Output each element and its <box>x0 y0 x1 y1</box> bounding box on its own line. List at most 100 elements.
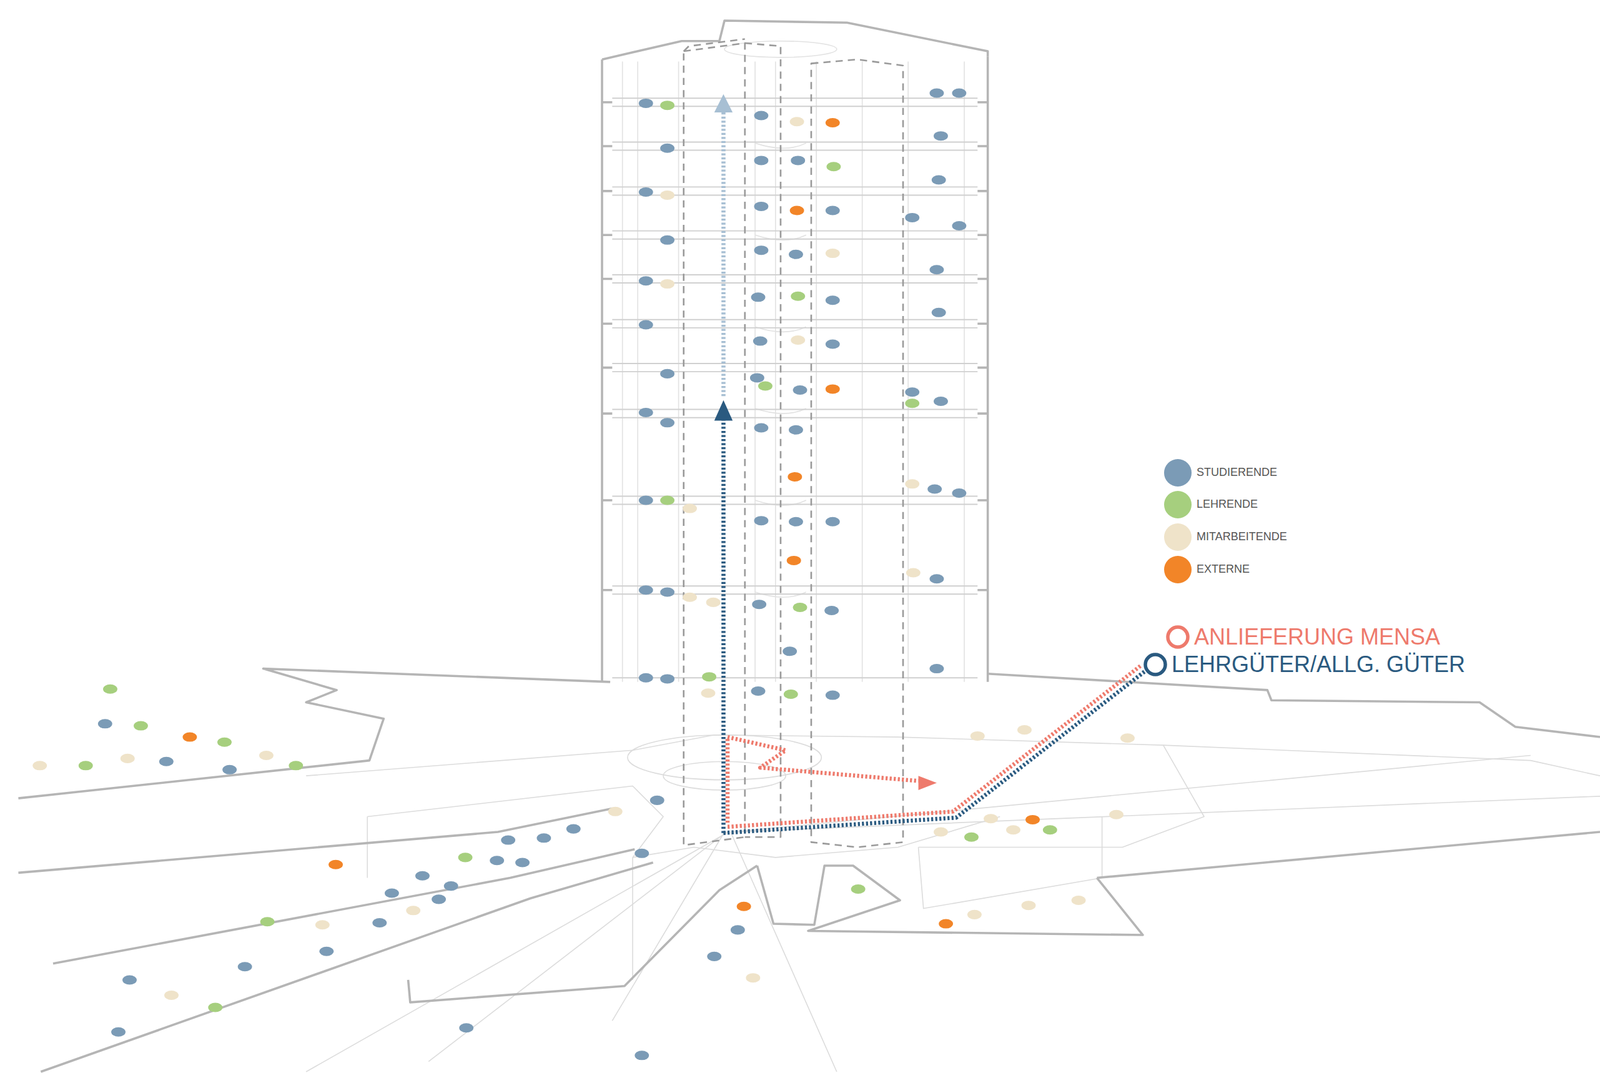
person-dot <box>904 212 920 223</box>
person-dot <box>825 339 840 349</box>
person-dot <box>164 990 179 1000</box>
person-dot <box>701 688 716 698</box>
legend-swatch <box>1164 555 1192 584</box>
person-dot <box>933 827 949 837</box>
person-dot <box>1109 809 1124 820</box>
person-dot <box>904 479 920 489</box>
legend-swatch <box>1164 490 1192 519</box>
person-dot <box>751 599 767 609</box>
person-dot <box>929 663 945 674</box>
person-dot <box>638 407 654 418</box>
person-dot <box>906 567 921 578</box>
person-dot <box>790 155 805 165</box>
person-dot <box>260 916 275 927</box>
person-dot <box>444 881 459 891</box>
person-dot <box>384 888 400 899</box>
person-dot <box>415 871 430 881</box>
legend-entry: MITARBEITENDE <box>1164 523 1288 551</box>
person-dot <box>259 750 274 761</box>
person-dot <box>372 918 387 928</box>
person-dot <box>638 187 654 197</box>
person-dot <box>706 597 721 608</box>
person-dot <box>103 684 118 694</box>
person-dot <box>825 517 840 527</box>
legend-label: EXTERNE <box>1196 563 1250 576</box>
person-dot <box>788 425 804 435</box>
person-dot <box>753 422 769 433</box>
person-dot <box>751 292 766 302</box>
person-dot <box>288 760 303 771</box>
person-dot <box>217 737 232 747</box>
person-dot <box>566 824 581 834</box>
person-dot <box>783 689 799 699</box>
person-dot <box>638 585 654 595</box>
person-dot <box>1006 824 1021 835</box>
person-dot <box>489 855 504 865</box>
person-dot <box>98 718 113 729</box>
person-dot <box>931 307 947 318</box>
legend-entry: EXTERNE <box>1164 555 1250 584</box>
person-dot <box>122 974 137 985</box>
person-dot <box>753 245 769 255</box>
person-dot <box>1025 814 1040 825</box>
person-dot <box>660 369 675 379</box>
person-dot <box>753 110 769 120</box>
route-ring <box>1167 627 1188 647</box>
person-dot <box>1017 725 1032 735</box>
person-dot <box>788 517 804 527</box>
person-dot <box>933 131 949 141</box>
person-dot <box>933 396 949 406</box>
person-dot <box>159 756 174 767</box>
person-dot <box>787 472 802 482</box>
person-dot <box>650 795 665 805</box>
person-dot <box>660 417 675 428</box>
person-dot <box>750 372 765 383</box>
person-dot <box>120 753 135 764</box>
legend-label: LEHRGÜTER/ALLG. GÜTER <box>1171 651 1466 677</box>
person-dot <box>459 1022 474 1033</box>
person-dot <box>237 961 253 972</box>
person-dot <box>730 924 746 935</box>
person-dot <box>458 852 473 862</box>
person-dot <box>753 201 769 212</box>
person-dot <box>182 732 197 742</box>
person-dot <box>790 205 805 215</box>
person-dot <box>706 951 722 962</box>
person-dot <box>500 835 516 845</box>
person-dot <box>983 813 998 824</box>
person-dot <box>929 88 945 99</box>
person-dot <box>682 592 697 603</box>
person-dot <box>904 387 920 397</box>
person-dot <box>634 848 649 859</box>
person-dot <box>660 673 675 684</box>
person-dot <box>826 161 841 172</box>
person-dot <box>660 587 675 598</box>
person-dot <box>931 174 947 185</box>
person-dot <box>825 295 840 305</box>
person-dot <box>536 833 551 843</box>
person-dot <box>133 721 149 731</box>
legend-entry: ANLIEFERUNG MENSA <box>1165 624 1441 650</box>
person-dot <box>951 221 967 231</box>
legend-label: ANLIEFERUNG MENSA <box>1194 624 1441 650</box>
legend-label: STUDIERENDE <box>1196 466 1278 480</box>
person-dot <box>825 384 840 394</box>
person-dot <box>1120 733 1135 743</box>
person-dot <box>701 671 717 682</box>
person-dot <box>222 765 237 775</box>
person-dot <box>634 1050 649 1060</box>
person-dot <box>753 336 768 346</box>
person-dot <box>515 858 530 868</box>
route-ring <box>1145 654 1166 675</box>
person-dot <box>964 832 979 842</box>
route-marker <box>1142 651 1168 677</box>
person-dot <box>405 905 421 915</box>
person-dot <box>745 972 761 983</box>
person-dot <box>793 602 808 613</box>
person-dot <box>608 806 623 817</box>
person-dot <box>638 319 654 330</box>
legend-swatch <box>1164 459 1192 487</box>
person-dot <box>78 760 94 771</box>
legend-entry: LEHRENDE <box>1164 490 1258 519</box>
